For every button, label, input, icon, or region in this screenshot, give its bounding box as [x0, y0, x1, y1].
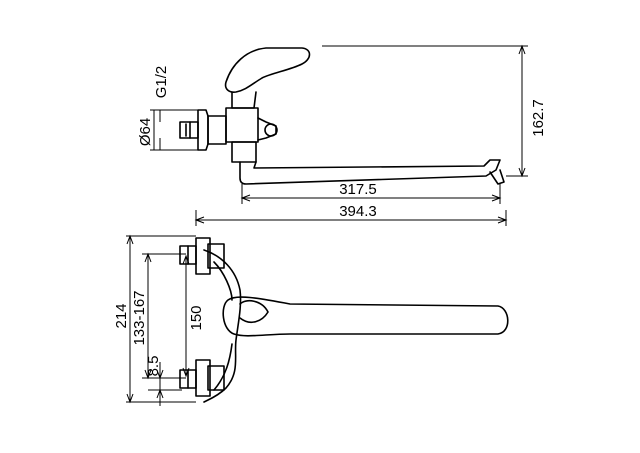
dim-thread: G1/2 [153, 66, 170, 99]
side-inlet-fitting [185, 121, 191, 139]
side-nut [207, 115, 227, 145]
side-aerator [489, 169, 505, 185]
side-valve-body [225, 107, 259, 143]
top-lever [222, 296, 509, 337]
top-view [179, 237, 509, 403]
dim-inlet-offset: 8.5 [145, 356, 162, 377]
side-knob [257, 117, 277, 141]
top-lower-nut [207, 365, 225, 391]
top-view-dimensions: 214 133-167 150 8.5 [113, 234, 205, 406]
dim-spout-reach: 317.5 [339, 181, 377, 198]
dim-overall-length: 394.3 [339, 203, 377, 220]
top-lever-inner [239, 299, 269, 324]
side-spout [239, 159, 501, 185]
dim-height-overall: 162.7 [530, 99, 547, 137]
dim-center-distance: 133-167 [131, 290, 148, 345]
top-body [203, 249, 242, 403]
side-flange [197, 109, 209, 151]
side-cartridge-body [231, 91, 257, 109]
side-inlet-pipe [179, 121, 199, 139]
dim-body-height: 214 [113, 303, 130, 328]
side-view-dimensions: 162.7 G1/2 Ø64 317.5 394.3 [137, 44, 547, 226]
dim-inlet-center: 150 [188, 305, 205, 330]
side-spout-collar [231, 141, 257, 163]
dim-flange-diameter: Ø64 [137, 118, 154, 146]
top-upper-nut [207, 243, 225, 269]
top-body-inner [213, 261, 233, 391]
side-knob-cap [264, 123, 278, 137]
side-view [179, 47, 505, 185]
side-lever-handle [224, 47, 311, 93]
